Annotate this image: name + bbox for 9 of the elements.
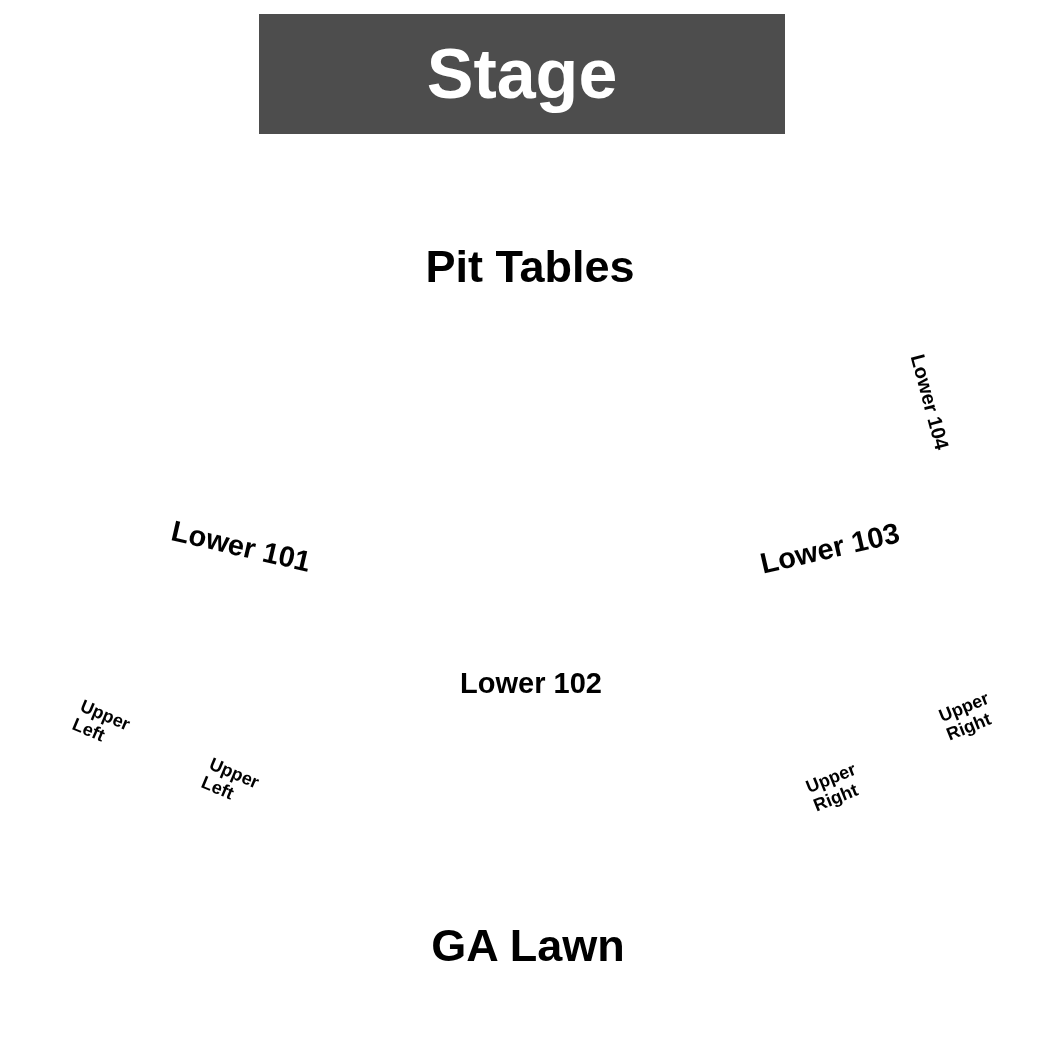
seating-area-label: Pit Tables — [425, 242, 635, 292]
seating-area-label: Lower 104 — [906, 351, 954, 453]
seating-area-label: GA Lawn — [431, 921, 625, 971]
seating-area-label: Lower 101 — [168, 515, 314, 579]
seating-area-label: Lower 103 — [757, 517, 903, 581]
seating-area-label: Upper Right — [936, 688, 995, 746]
stage-block — [259, 14, 785, 134]
seating-area-label: Lower 102 — [460, 668, 602, 700]
seating-area-label: Upper Right — [803, 759, 862, 817]
